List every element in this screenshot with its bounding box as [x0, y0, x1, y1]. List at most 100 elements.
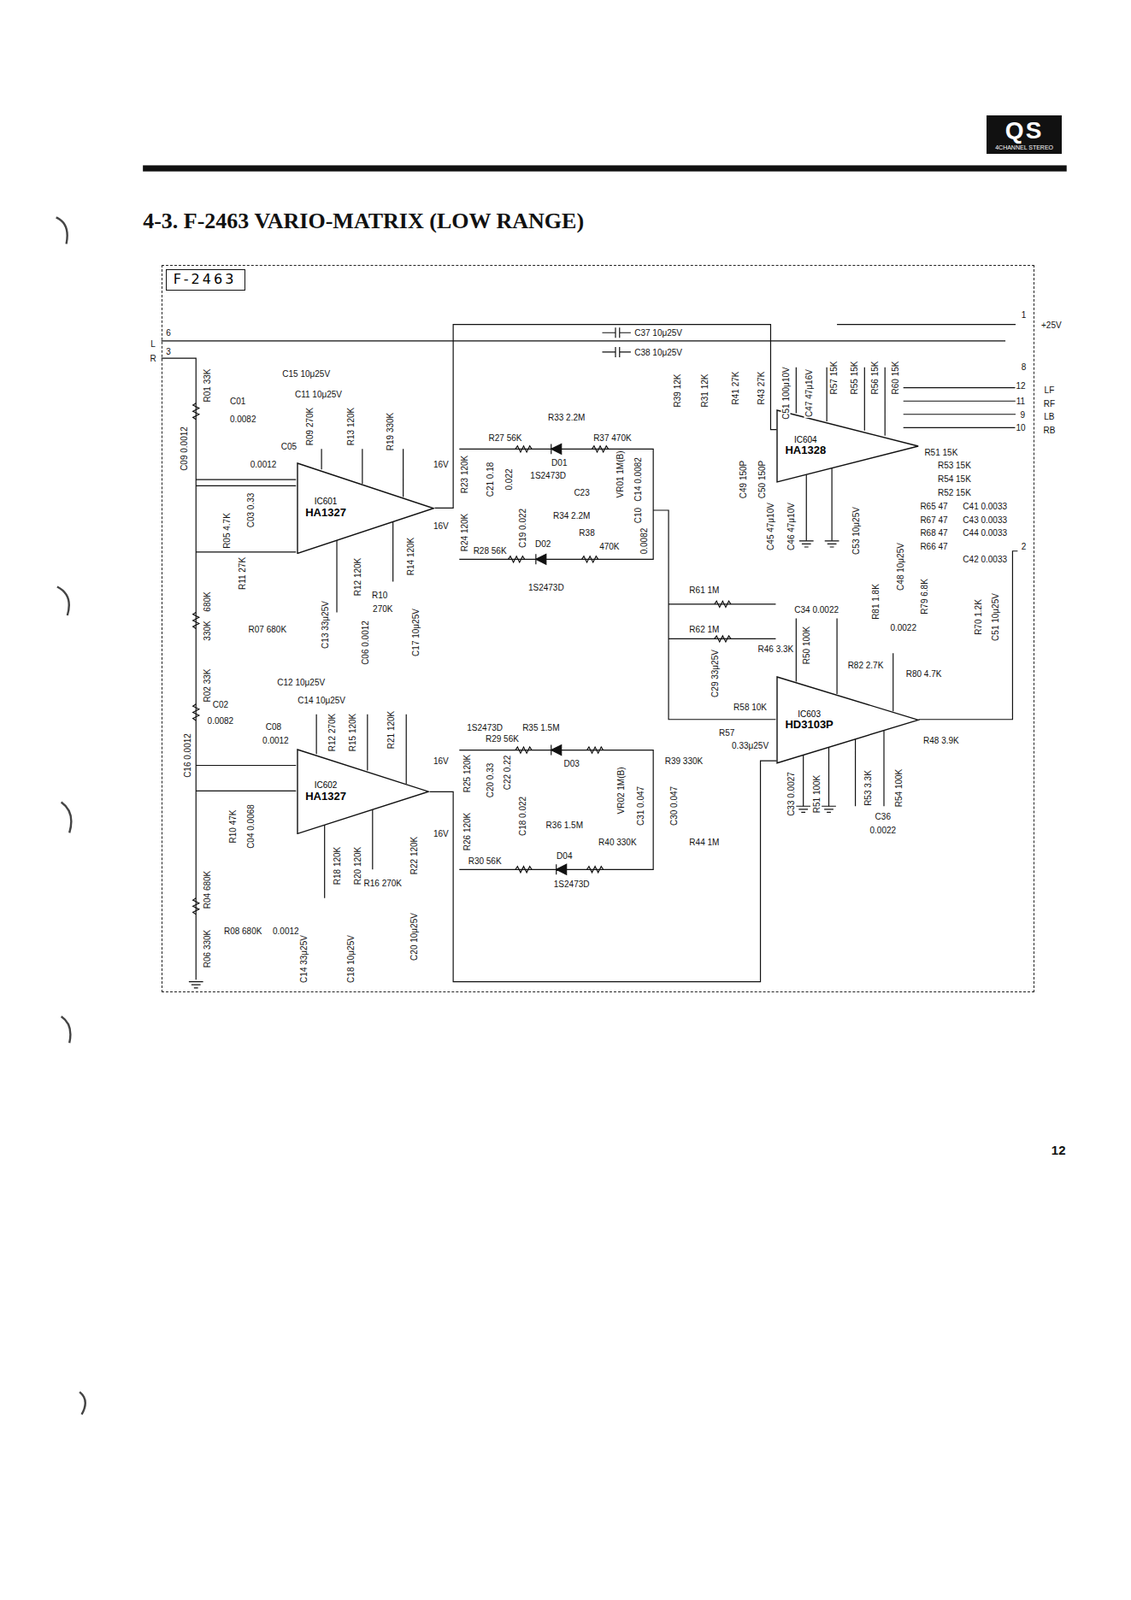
- logo-caption: 4CHANNEL STEREO: [995, 144, 1054, 152]
- component-value: R05 4.7K: [222, 512, 232, 550]
- component-value: R10: [371, 590, 389, 601]
- component-value: C20 0.33: [485, 762, 495, 800]
- component-value: R54 100K: [893, 768, 903, 808]
- component-value: C13 33μ25V: [319, 600, 330, 650]
- component-value: D04: [555, 850, 573, 861]
- component-value: R52 15K: [936, 487, 972, 497]
- component-value: R35 1.5M: [521, 723, 560, 733]
- component-value: R68 47: [918, 528, 949, 538]
- component-value: C14 10μ25V: [296, 695, 347, 706]
- component-value: R54 15K: [936, 473, 972, 484]
- component-value: R44 1M: [688, 837, 720, 848]
- component-value: R40 330K: [597, 837, 637, 848]
- component-value: C43 0.0033: [961, 514, 1008, 525]
- diode-symbol: [536, 443, 567, 875]
- component-value: R55 15K: [849, 359, 860, 395]
- component-value: R16 270K: [363, 877, 403, 888]
- component-value: C18 10μ25V: [345, 934, 355, 984]
- ic-part-number: HA1327: [305, 506, 347, 520]
- capacitor-symbol: [601, 327, 631, 358]
- component-value: C41 0.0033: [961, 501, 1008, 512]
- component-value: C06 0.0012: [360, 619, 371, 666]
- component-value: R53 3.3K: [862, 769, 872, 808]
- component-value: R33 2.2M: [547, 412, 586, 423]
- component-value: R67 47: [918, 514, 949, 525]
- voltage-note: 16V: [432, 755, 450, 766]
- component-value: R38: [577, 528, 595, 538]
- component-value: R48 3.9K: [922, 735, 961, 745]
- component-value: R41 27K: [730, 370, 740, 406]
- component-value: C22 0.22: [502, 754, 513, 792]
- component-value: VR02 1M(B): [615, 766, 625, 816]
- component-value: R22 120K: [408, 835, 419, 875]
- component-value: R02 33K: [202, 668, 213, 704]
- component-value: 1S2473D: [465, 723, 504, 733]
- component-value: C21 0.18: [485, 461, 495, 499]
- component-value: 1S2473D: [529, 471, 567, 481]
- pin-number: 12: [1014, 381, 1026, 391]
- board-name-box: F-2463: [165, 269, 247, 290]
- component-value: 1S2473D: [553, 879, 591, 890]
- pin-number: 8: [1020, 361, 1028, 372]
- signal-wire: [429, 760, 777, 983]
- component-value: C30 0.047: [669, 785, 679, 827]
- logo-mark: QS: [995, 117, 1054, 145]
- component-value: R21 120K: [386, 709, 396, 749]
- component-value: C15 10μ25V: [281, 369, 331, 379]
- component-value: 1S2473D: [527, 582, 566, 592]
- page-number: 12: [1050, 1142, 1067, 1158]
- component-value: R51 15K: [923, 447, 959, 457]
- component-value: R11 27K: [236, 556, 247, 591]
- header-rule: [142, 164, 1067, 171]
- component-value: 680K: [202, 591, 213, 613]
- component-value: R82 2.7K: [847, 660, 885, 671]
- component-value: 0.0022: [869, 824, 898, 835]
- component-value: R43 27K: [755, 370, 766, 406]
- component-value: 0.33μ25V: [730, 740, 770, 750]
- signal-name: LB: [1042, 412, 1055, 422]
- voltage-note: 16V: [432, 520, 450, 531]
- component-value: C01: [229, 396, 247, 407]
- component-value: R01 33K: [202, 368, 213, 404]
- component-value: 0.0082: [639, 527, 649, 556]
- signal-name: R: [148, 353, 157, 364]
- component-value: D03: [562, 759, 580, 769]
- component-value: C17 10μ25V: [410, 607, 420, 658]
- amplifier-outline: [777, 677, 919, 764]
- board-name: F-2463: [173, 271, 237, 288]
- component-value: R20 120K: [352, 845, 362, 885]
- pin-number: 9: [1019, 409, 1027, 419]
- component-value: 0.0012: [249, 459, 278, 470]
- component-value: R13 120K: [345, 406, 355, 447]
- component-value: C04 0.0068: [245, 803, 255, 850]
- component-value: R29 56K: [484, 734, 520, 744]
- component-value: C48 10μ25V: [895, 541, 906, 592]
- component-value: R53 15K: [936, 460, 972, 471]
- component-value: R46 3.3K: [757, 644, 796, 654]
- component-value: C33 0.0027: [786, 771, 796, 818]
- amplifier-outline: [297, 749, 429, 834]
- component-value: R23 120K: [459, 454, 470, 495]
- component-value: R18 120K: [332, 845, 342, 885]
- component-value: R12 270K: [327, 712, 337, 753]
- voltage-note: 16V: [432, 459, 450, 470]
- signal-name: LF: [1043, 385, 1056, 395]
- pin-number: 3: [164, 346, 172, 356]
- component-value: R39 330K: [664, 755, 704, 766]
- signal-wire: [434, 324, 777, 509]
- ic-label: IC601HA1327: [305, 496, 347, 519]
- component-value: R04 680K: [202, 870, 213, 910]
- component-value: R24 120K: [459, 512, 470, 553]
- signal-name: +25V: [1040, 319, 1063, 330]
- component-value: R36 1.5M: [545, 819, 584, 830]
- component-value: R31 12K: [699, 373, 709, 409]
- component-value: R57: [718, 728, 736, 738]
- voltage-note: 16V: [432, 829, 450, 839]
- component-value: R80 4.7K: [905, 669, 943, 679]
- ic-designator: IC603: [784, 709, 833, 720]
- component-value: R56 15K: [870, 359, 880, 395]
- component-value: R28 56K: [472, 545, 508, 555]
- ic-designator: IC601: [305, 496, 347, 507]
